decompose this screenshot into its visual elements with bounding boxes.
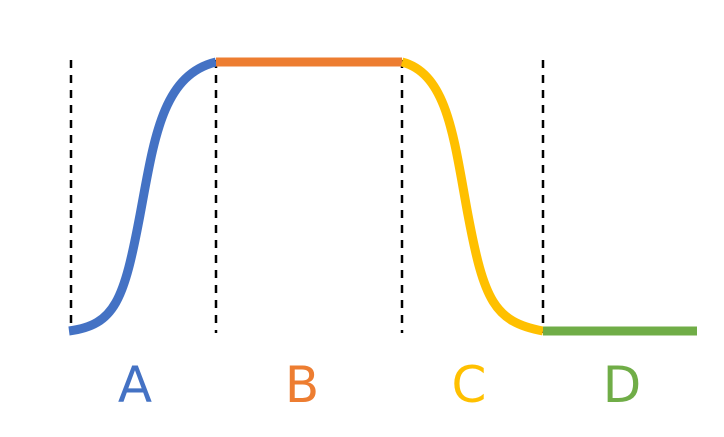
segment-c-curve: [400, 57, 544, 336]
segment-c-label: C: [452, 356, 487, 414]
segment-b-label: B: [285, 356, 319, 414]
segment-d-label: D: [603, 356, 642, 414]
segment-a-curve: [68, 57, 218, 336]
segment-a-label: A: [118, 356, 152, 414]
